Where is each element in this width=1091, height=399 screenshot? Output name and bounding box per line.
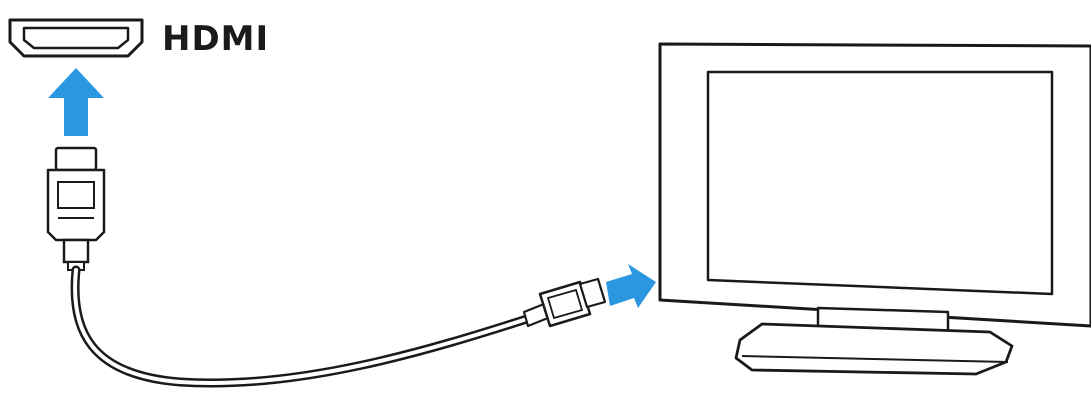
hdmi-cable xyxy=(75,270,530,383)
hdmi-port-icon xyxy=(10,20,142,56)
tv-icon xyxy=(660,44,1091,374)
arrow-up-icon xyxy=(48,68,104,136)
hdmi-logo-text: HDMI xyxy=(162,19,269,59)
tv-screen xyxy=(708,72,1052,294)
tv-stand xyxy=(736,324,1012,374)
arrow-right-icon xyxy=(606,264,656,308)
hdmi-plug-icon xyxy=(524,279,605,326)
hdmi-plug-icon xyxy=(48,148,104,270)
